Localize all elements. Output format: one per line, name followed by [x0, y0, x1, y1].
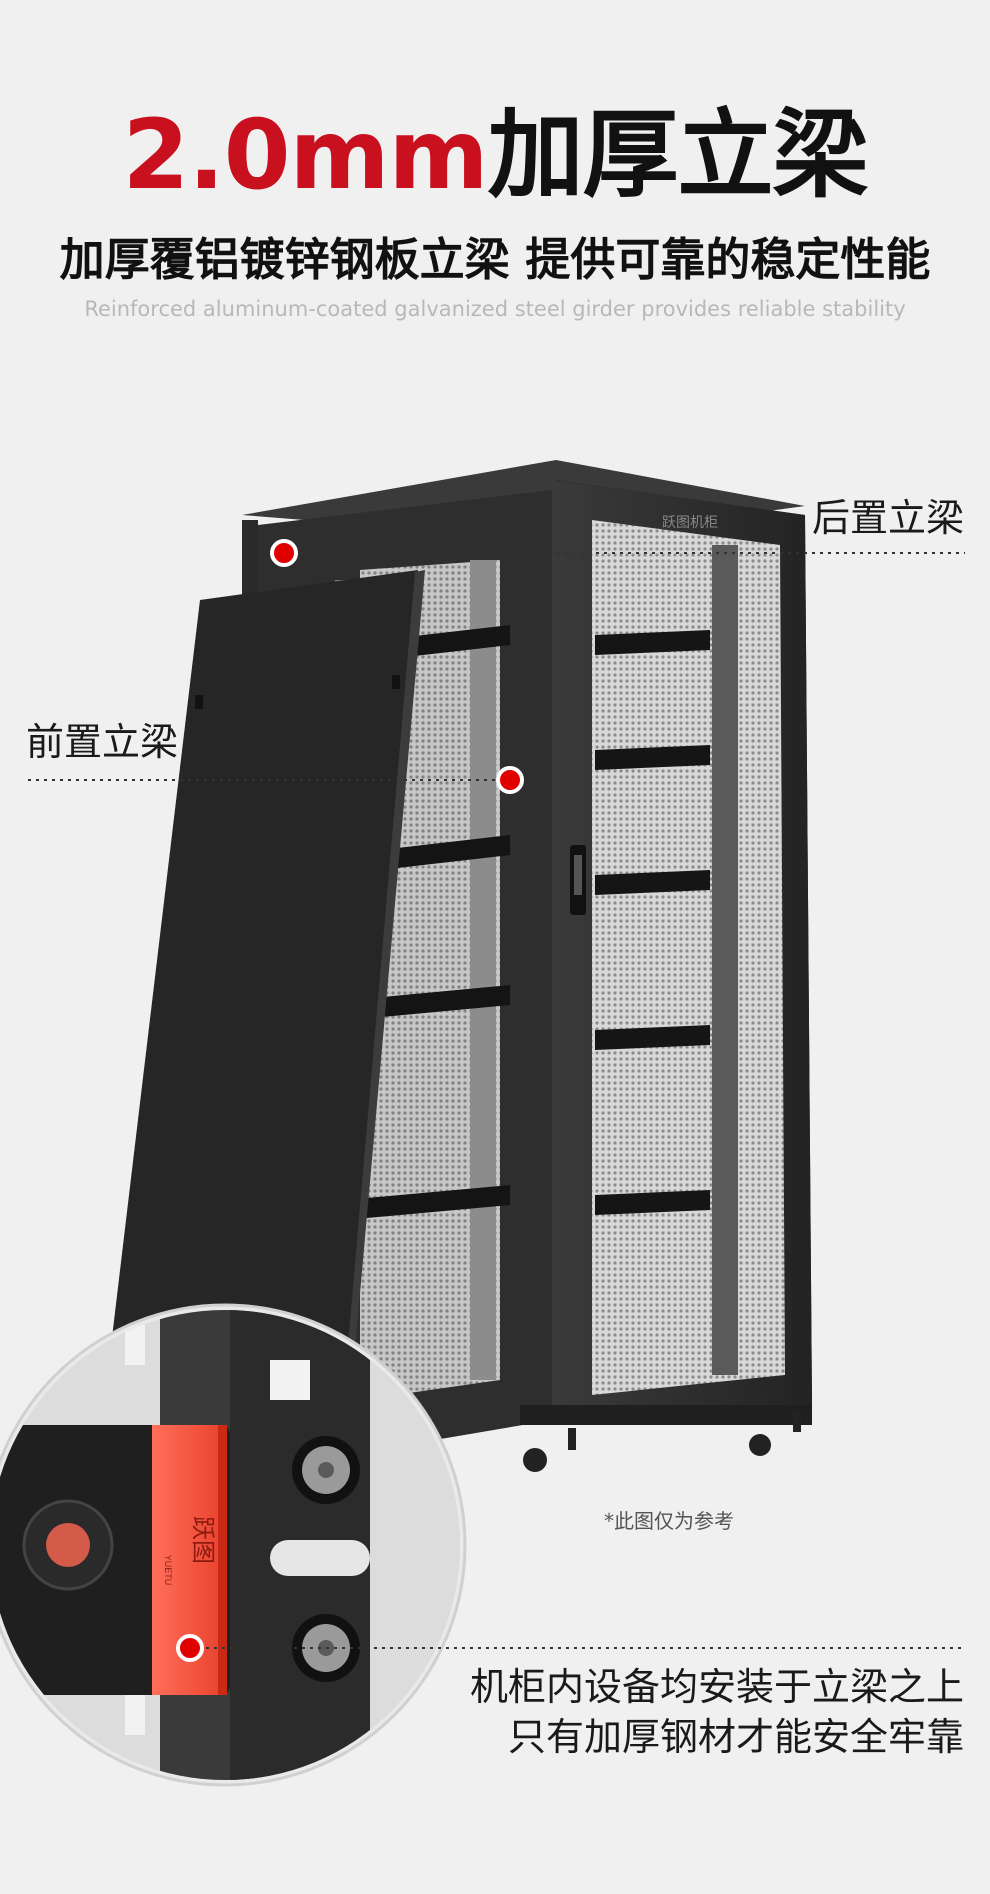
reference-note: *此图仅为参考 — [604, 1509, 734, 1533]
headline-accent: 2.0mm — [122, 99, 488, 211]
brand-mark: 跃图机柜 — [662, 514, 718, 530]
subtitle-english: Reinforced aluminum-coated galvanized st… — [84, 297, 906, 321]
front-girder-callout — [28, 766, 524, 794]
headline-main: 加厚立梁 — [487, 99, 869, 211]
cabinet-illustration: 跃图机柜 — [0, 420, 990, 1800]
caption-line-1: 机柜内设备均安装于立梁之上 — [469, 1665, 964, 1709]
front-girder-label: 前置立梁 — [26, 720, 179, 764]
headline: 2.0mm加厚立梁 — [0, 105, 990, 205]
rear-girder-label: 后置立梁 — [812, 496, 965, 540]
logo-text: 跃图 — [189, 1516, 216, 1564]
rear-girder-callout — [270, 539, 965, 567]
subtitle: 加厚覆铝镀锌钢板立梁 提供可靠的稳定性能 — [59, 233, 931, 286]
detail-zoom: 跃图 YUETU — [0, 1303, 965, 1787]
side-panel — [95, 570, 418, 1480]
detail-caption: 机柜内设备均安装于立梁之上 只有加厚钢材才能安全牢靠 — [470, 1662, 964, 1762]
logo-subtext: YUETU — [163, 1555, 173, 1586]
caption-line-2: 只有加厚钢材才能安全牢靠 — [507, 1715, 964, 1759]
